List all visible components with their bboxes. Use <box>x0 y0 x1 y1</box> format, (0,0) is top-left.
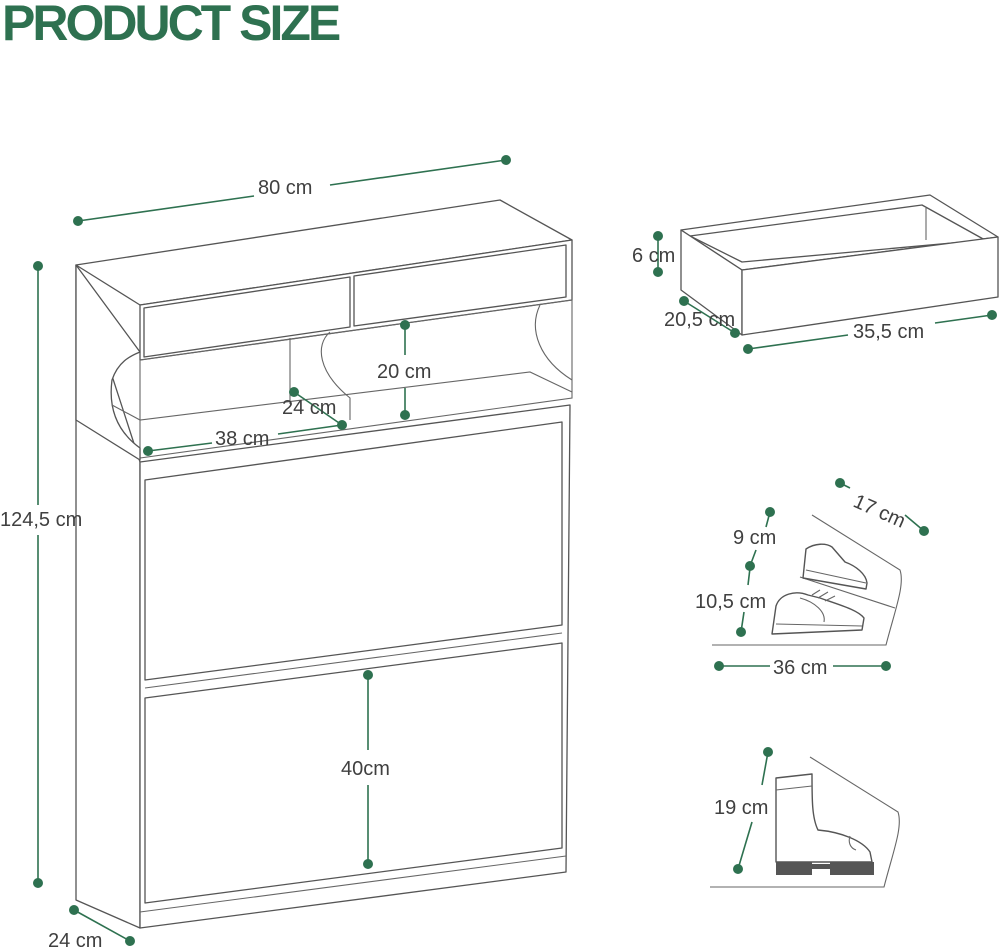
dim-shoe-lower-height: 10,5 cm <box>695 567 766 637</box>
dim-drawer-height: 6 cm <box>632 231 675 277</box>
boot-icon <box>775 773 874 875</box>
label-drawer-width: 35,5 cm <box>853 321 924 343</box>
open-shelf <box>139 299 573 459</box>
drawer-right <box>353 244 567 327</box>
sneaker-lower-icon <box>771 589 865 635</box>
label-shoe-width: 36 cm <box>773 657 827 679</box>
left-side-curve <box>75 264 141 461</box>
label-drawer-height: 6 cm <box>632 245 675 267</box>
dim-shoe-depth: 17 cm <box>835 478 929 536</box>
page-title: PRODUCT SIZE <box>2 0 340 51</box>
label-shoe-upper-height: 9 cm <box>733 527 776 549</box>
label-shelf-depth: 24 cm <box>282 397 336 419</box>
dim-drawer-depth: 20,5 cm <box>664 296 740 338</box>
dim-shoe-width: 36 cm <box>714 657 891 679</box>
label-shelf-height: 20 cm <box>377 361 431 383</box>
drawer-front <box>741 236 999 336</box>
upper-flap-door <box>144 421 563 681</box>
dim-boot-height: 19 cm <box>714 747 773 874</box>
dim-cabinet-height: 124,5 cm <box>0 261 82 888</box>
label-cabinet-width: 80 cm <box>258 177 312 199</box>
dim-drawer-width: 35,5 cm <box>743 310 997 354</box>
label-compartment-height: 40cm <box>341 758 390 780</box>
label-shelf-width: 38 cm <box>215 428 269 450</box>
dim-cabinet-width: 80 cm <box>73 155 511 226</box>
label-drawer-depth: 20,5 cm <box>664 309 735 331</box>
sneaker-upper-icon <box>802 543 868 590</box>
dim-shelf-depth: 24 cm <box>282 387 347 430</box>
shoe-cabinet-drawing <box>75 199 573 929</box>
label-cabinet-depth: 24 cm <box>48 930 102 951</box>
shoe-flap-drawing <box>712 514 902 646</box>
label-shoe-lower-height: 10,5 cm <box>695 591 766 613</box>
label-boot-height: 19 cm <box>714 797 768 819</box>
dim-shoe-upper-height: 9 cm <box>733 507 776 571</box>
label-shoe-depth: 17 cm <box>850 490 909 532</box>
dim-shelf-width: 38 cm <box>143 424 343 456</box>
drawer-drawing <box>680 194 999 336</box>
lower-flap-door <box>144 642 563 904</box>
label-cabinet-height: 124,5 cm <box>0 509 82 531</box>
dim-compartment-height: 40cm <box>341 670 390 869</box>
drawer-left <box>143 276 351 358</box>
dim-cabinet-depth: 24 cm <box>48 905 135 951</box>
boot-flap-drawing <box>710 756 900 888</box>
dim-shelf-height: 20 cm <box>377 320 431 420</box>
